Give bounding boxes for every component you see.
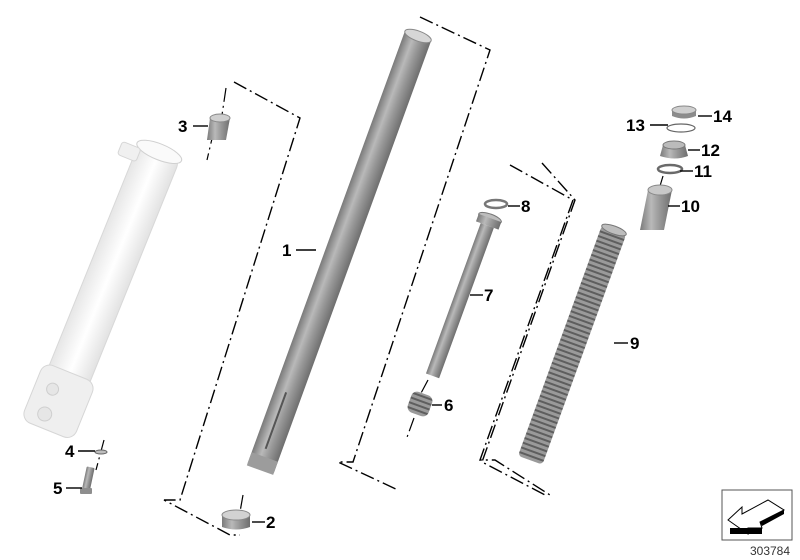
- svg-text:12: 12: [701, 141, 720, 160]
- part-9-fork-spring: [519, 223, 627, 464]
- part-6-rebound-spring: [405, 379, 433, 441]
- part-12-screw-plug: [660, 140, 688, 159]
- callout-6[interactable]: 6: [432, 396, 453, 415]
- callout-3[interactable]: 3: [178, 117, 208, 136]
- part-13-o-ring: [666, 123, 696, 133]
- callout-2[interactable]: 2: [252, 513, 275, 532]
- svg-text:3: 3: [178, 117, 187, 136]
- part-2-cup: [221, 494, 251, 530]
- callout-7[interactable]: 7: [470, 286, 493, 305]
- svg-text:8: 8: [521, 197, 530, 216]
- part-10-spacer: [640, 175, 673, 230]
- callout-11[interactable]: 11: [680, 162, 712, 181]
- part-11-washer: [656, 163, 684, 175]
- part-14-cap: [671, 105, 697, 119]
- svg-text:4: 4: [65, 442, 75, 461]
- part-1-fork-tube: [246, 28, 432, 475]
- part-8-ring: [483, 198, 509, 210]
- callout-8[interactable]: 8: [508, 197, 530, 216]
- svg-text:13: 13: [626, 116, 645, 135]
- callout-14[interactable]: 14: [698, 107, 732, 126]
- callout-9[interactable]: 9: [614, 334, 639, 353]
- group-box-fork-tube: [337, 16, 491, 491]
- orientation-arrow-icon: [721, 489, 793, 541]
- group-box-damper: [479, 164, 574, 496]
- callout-13[interactable]: 13: [626, 116, 668, 135]
- svg-text:10: 10: [681, 197, 700, 216]
- svg-text:11: 11: [694, 162, 712, 181]
- part-3-sleeve: [206, 87, 231, 161]
- group-box-housing: [163, 81, 301, 536]
- svg-text:5: 5: [53, 479, 62, 498]
- reference-number: 303784: [749, 544, 791, 558]
- part-4-washer: [94, 439, 108, 471]
- svg-text:14: 14: [713, 107, 732, 126]
- svg-text:1: 1: [282, 241, 291, 260]
- callout-10[interactable]: 10: [668, 197, 700, 216]
- callout-12[interactable]: 12: [688, 141, 720, 160]
- callout-5[interactable]: 5: [53, 479, 82, 498]
- part-7-damper-rod: [425, 211, 502, 379]
- svg-text:9: 9: [630, 334, 639, 353]
- part-5-bolt: [80, 466, 95, 494]
- fork-housing: [23, 139, 183, 438]
- group-box-spring: [481, 162, 576, 496]
- svg-text:7: 7: [484, 286, 493, 305]
- callout-1[interactable]: 1: [282, 241, 316, 260]
- svg-text:2: 2: [266, 513, 275, 532]
- svg-text:6: 6: [444, 396, 453, 415]
- callout-4[interactable]: 4: [65, 442, 95, 461]
